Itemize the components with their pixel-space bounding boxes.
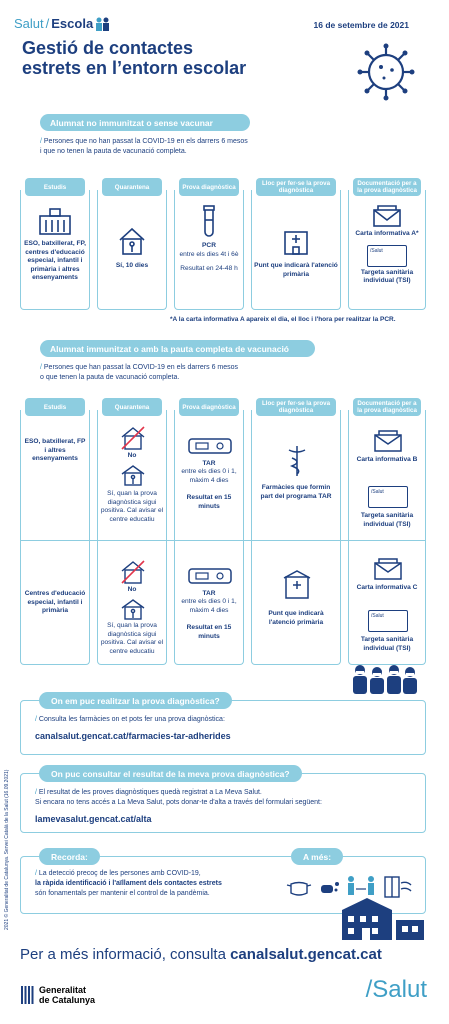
t1-col-lloc: Lloc per fer-se la prova diagnòstica Pun…	[251, 178, 341, 310]
t2-col-lloc: Lloc per fer-se la prova diagnòstica Far…	[251, 398, 341, 665]
section2-subtitle: / Persones que han passat la COVID-19 en…	[40, 364, 239, 381]
page-title: Gestió de contactes estrets en l’entorn …	[22, 38, 247, 78]
section1-pill: Alumnat no immunitzat o sense vacunar	[40, 114, 250, 131]
lamevasalut-link[interactable]: lamevasalut.gencat.cat/alta	[35, 814, 152, 824]
t2-col-prova: Prova diagnòstica TAR entre els dies 0 i…	[174, 398, 244, 665]
t1-col-documentacio: Documentació per a la prova diagnòstica …	[348, 178, 426, 310]
school-building-icon	[39, 208, 71, 235]
antigen-test-icon	[188, 438, 232, 454]
brand-escola: Escola	[51, 16, 94, 31]
t1-col-prova: Prova diagnòstica PCR entre els dies 4t …	[174, 178, 244, 310]
t2-col-documentacio: Documentació per a la prova diagnòstica …	[348, 398, 426, 665]
house-crossed-icon	[121, 426, 145, 450]
more-info: Per a més informació, consulta canalsalu…	[20, 946, 382, 963]
box-results: On puc consultar el resultat de la meva …	[20, 765, 426, 833]
pharmacies-link[interactable]: canalsalut.gencat.cat/farmacies-tar-adhe…	[35, 731, 231, 741]
t1-col-quarantena: Quarantena Sí, 10 dies	[97, 178, 167, 310]
box-where-test: On em puc realitzar la prova diagnòstica…	[20, 692, 426, 755]
canalsalut-link[interactable]: canalsalut.gencat.cat	[230, 946, 382, 963]
envelope-icon	[374, 558, 402, 580]
house-crossed-icon	[121, 560, 145, 584]
ventilation-icon	[384, 876, 412, 898]
distance-icon	[348, 876, 374, 895]
row-divider	[20, 540, 426, 541]
t2-col-estudis: Estudis ESO, batxillerat, FP i altres en…	[20, 398, 90, 665]
box-remember: Recorda: A més: / La detecció precoç de …	[20, 848, 426, 914]
section1-subtitle: / Persones que no han passat la COVID-19…	[40, 138, 248, 155]
salut-logo: /Salut	[365, 976, 427, 1003]
t1-col-estudis: Estudis ESO, batxillerat, FP, centres d'…	[20, 178, 90, 310]
t2-col-quarantena: Quarantena No Sí, quan la prova diagnòst…	[97, 398, 167, 665]
clinic-icon	[283, 570, 311, 599]
antigen-test-icon	[188, 568, 232, 584]
students-group-icon	[353, 665, 417, 694]
mask-icon	[286, 881, 312, 896]
envelope-icon	[373, 205, 401, 227]
people-icon	[96, 17, 110, 31]
house-person-icon	[121, 599, 145, 620]
t2-q-si-1: Sí, quan la prova diagnòstica sigui posi…	[100, 490, 164, 523]
house-person-icon	[119, 227, 145, 255]
test-tube-icon	[203, 205, 215, 237]
house-person-icon	[121, 465, 145, 486]
footnote: *A la carta informativa A apareix el dia…	[170, 316, 396, 323]
copyright-vertical: 2021 © Generalitat de Catalunya. Servei …	[4, 769, 10, 930]
handwash-icon	[321, 882, 339, 893]
health-card-icon: /Salut	[368, 486, 408, 508]
virus-icon	[357, 43, 415, 101]
generalitat-emblem-icon	[21, 986, 34, 1004]
envelope-icon	[374, 430, 402, 452]
date: 16 de setembre de 2021	[313, 20, 409, 30]
hospital-icon	[284, 231, 308, 255]
pharmacy-caduceus-icon	[288, 446, 306, 476]
health-card-icon: /Salut	[367, 244, 407, 267]
t2-q-si-2: Sí, quan la prova diagnòstica sigui posi…	[100, 622, 164, 655]
section2-pill: Alumnat immunitzat o amb la pauta comple…	[40, 340, 315, 357]
school-building-illustration	[342, 898, 424, 940]
health-card-icon: /Salut	[368, 610, 408, 632]
brand-salut: Salut	[14, 16, 44, 31]
brand-logo: Salut/Escola	[14, 16, 111, 31]
